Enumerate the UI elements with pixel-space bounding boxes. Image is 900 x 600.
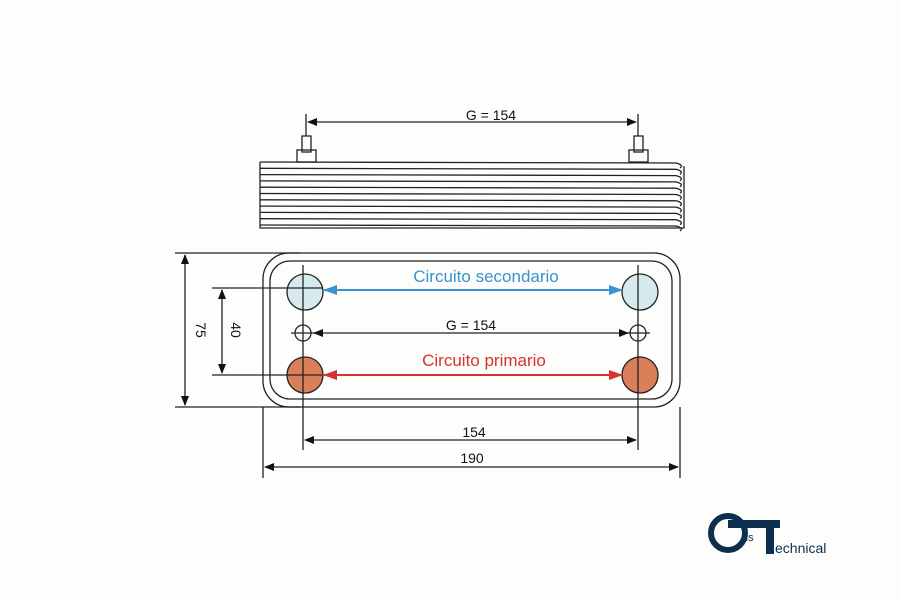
port-spacing-label: 40 <box>228 322 244 338</box>
center-dimension-label: G = 154 <box>446 317 496 333</box>
secondary-circuit-label: Circuito secondario <box>413 267 559 286</box>
stud-left <box>296 135 317 163</box>
height-label: 75 <box>193 322 209 338</box>
front-view <box>175 252 681 478</box>
plate-line <box>259 173 682 182</box>
logo-text-bottom: echnical <box>775 540 826 556</box>
oris-technical-logo: ris echnical <box>708 513 826 556</box>
plate-line <box>259 161 682 169</box>
plate-line <box>259 205 682 213</box>
primary-circuit-label: Circuito primario <box>422 351 546 370</box>
secondary-port-right <box>621 273 659 311</box>
plate-stack <box>259 161 685 232</box>
inner-plate <box>269 260 673 400</box>
plate-line <box>259 167 682 175</box>
primary-port-right <box>621 356 659 394</box>
outer-plate <box>262 252 681 408</box>
port-width-label: 154 <box>462 424 486 440</box>
plate-line <box>259 180 682 188</box>
side-dimension-label: G = 154 <box>466 107 516 123</box>
stud-right <box>628 135 649 163</box>
plate-line <box>259 186 682 194</box>
total-width-label: 190 <box>460 450 484 466</box>
side-view <box>259 114 685 232</box>
plate-outline <box>259 162 685 229</box>
plate-line <box>259 211 682 219</box>
plate-line <box>259 218 682 226</box>
plate-line <box>259 192 682 201</box>
plate-line <box>259 199 682 207</box>
logo-text-top: ris <box>742 532 754 544</box>
secondary-port-left <box>286 273 324 311</box>
